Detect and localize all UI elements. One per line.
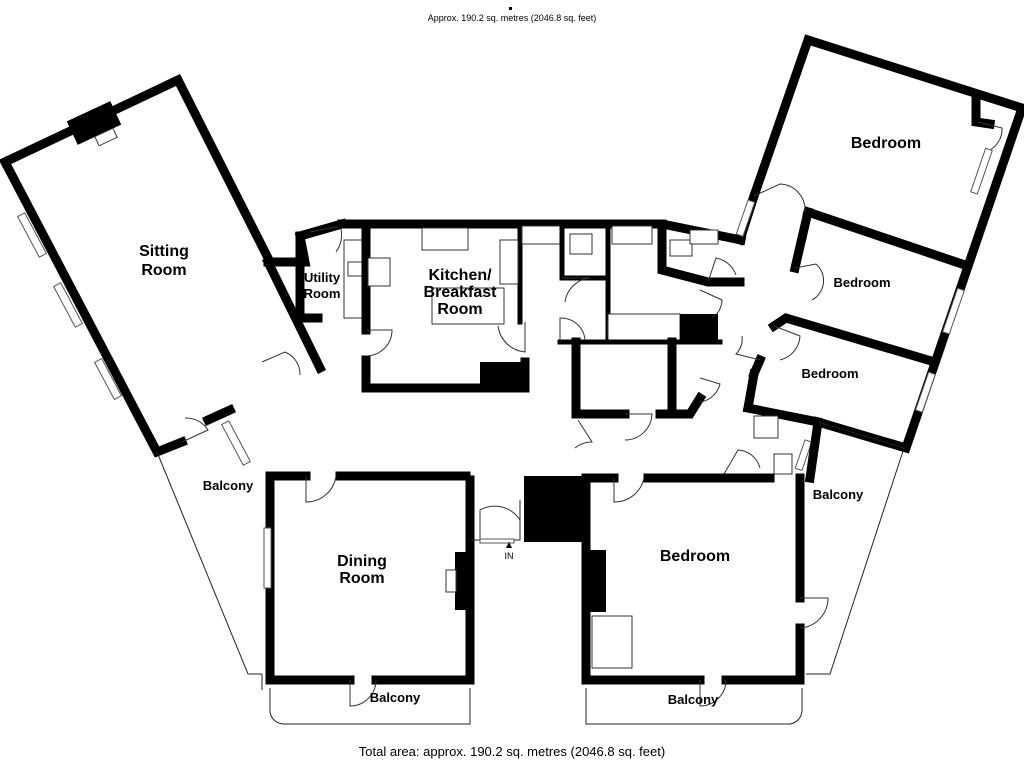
label-dining-room-2: Room [339,570,384,587]
label-balcony-dining: Balcony [370,690,421,705]
label-bedroom-low: Bedroom [801,366,858,381]
header-area-text: Approx. 190.2 sq. metres (2046.8 sq. fee… [427,13,597,23]
ensuite-top [657,219,745,319]
label-dining-room-1: Dining [337,553,387,570]
dining-room-walls [263,471,475,707]
label-kitchen-3: Room [437,301,482,318]
label-kitchen-2: Breakfast [424,284,498,301]
label-balcony-left: Balcony [203,478,254,493]
utility-room-walls [295,225,367,323]
label-sitting-room-1: Sitting [139,243,189,260]
top-marker [509,7,512,10]
main-bedroom-walls [581,473,829,707]
bedroom-wing-windows [735,147,993,472]
label-kitchen-1: Kitchen/ [428,267,492,284]
sitting-room-windows [16,212,252,466]
entrance-block [470,476,586,548]
label-bedroom-top: Bedroom [851,135,921,152]
label-balcony-bedroom: Balcony [668,692,719,707]
label-utility-room-1: Utility [304,270,341,285]
room-labels: Sitting Room Utility Room Kitchen/ Break… [139,135,921,707]
label-sitting-room-2: Room [141,262,186,279]
sitting-room-doors [181,351,301,443]
label-bedroom-mid: Bedroom [833,275,890,290]
footer-area-text: Total area: approx. 190.2 sq. metres (20… [358,744,666,759]
label-entrance: IN [505,551,514,561]
label-bedroom-main: Bedroom [660,548,730,565]
cupboard-walls [571,337,721,449]
bedroom-wing-walls [734,34,1024,454]
balcony-outlines [156,421,905,725]
label-utility-room-2: Room [304,286,341,301]
label-balcony-right: Balcony [813,487,864,502]
